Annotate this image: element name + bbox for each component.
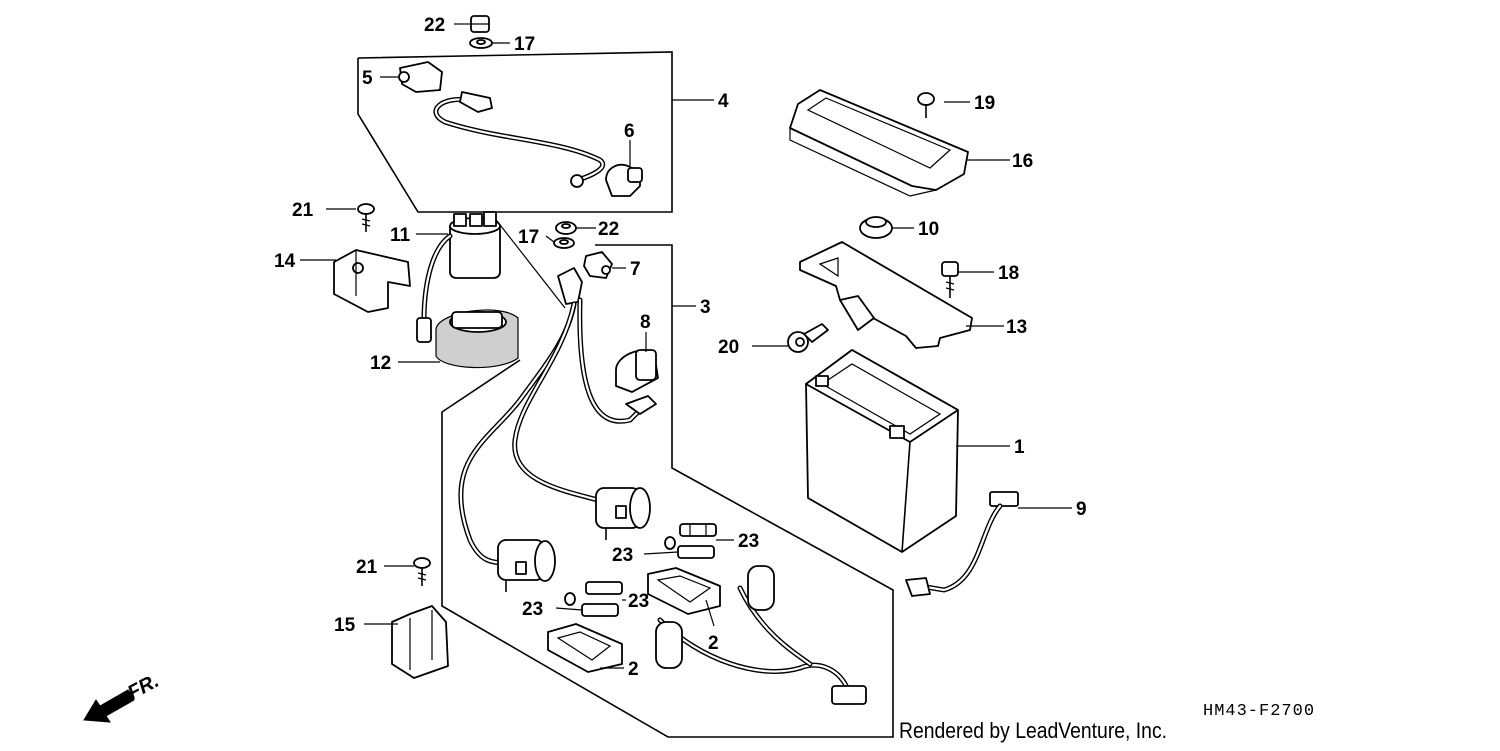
callout-10: 10 — [918, 219, 939, 240]
relay-rubber-12 — [435, 309, 519, 369]
starter-relay-11 — [416, 211, 501, 343]
terminal-boot-6 — [605, 163, 643, 197]
callout-2-lower: 2 — [628, 659, 639, 680]
callout-17-top: 17 — [514, 34, 535, 55]
callout-20: 20 — [718, 337, 739, 358]
fuse-holder-lower — [497, 539, 556, 592]
callout-4: 4 — [718, 91, 729, 112]
screw-21-upper — [357, 203, 375, 232]
fuse-box-lid-2-upper — [647, 565, 775, 615]
callout-17-middle: 17 — [518, 227, 539, 248]
grommet-10 — [859, 216, 893, 239]
washer-17-middle — [553, 237, 575, 249]
callout-23-a: 23 — [738, 531, 759, 552]
group-outline-4 — [357, 51, 673, 213]
callout-6: 6 — [624, 121, 635, 142]
arrow-icon — [83, 689, 135, 723]
diagram-code: HM43-F2700 — [1203, 702, 1316, 721]
cover-8 — [615, 349, 659, 393]
bracket-14 — [333, 249, 411, 313]
leader-lines — [300, 23, 1072, 669]
bolt-18 — [941, 261, 959, 298]
clamp-20 — [787, 323, 829, 353]
callout-8: 8 — [640, 312, 651, 333]
callout-14: 14 — [274, 251, 296, 272]
wire-9 — [905, 491, 1019, 597]
callout-13: 13 — [1006, 317, 1027, 338]
callout-21-lower: 21 — [356, 557, 378, 578]
callout-12: 12 — [370, 353, 391, 374]
callout-15: 15 — [334, 615, 356, 636]
fuse-box-lid-2-lower — [547, 621, 683, 673]
battery-holder-13 — [799, 241, 973, 349]
callout-5: 5 — [362, 68, 373, 89]
screw-21-lower — [413, 557, 431, 586]
callout-18: 18 — [998, 263, 1019, 284]
harness-3 — [458, 267, 867, 705]
battery-cover-16 — [789, 89, 969, 197]
group-outline-3 — [441, 244, 894, 738]
callout-19: 19 — [974, 93, 995, 114]
fuse-23-a — [679, 523, 717, 537]
terminal-cap-7 — [583, 251, 613, 279]
callout-23-b: 23 — [612, 545, 633, 566]
bolt-19 — [917, 92, 935, 118]
battery-1 — [805, 349, 959, 553]
callout-22-top: 22 — [424, 15, 445, 36]
render-credit: Rendered by LeadVenture, Inc. — [899, 718, 1168, 743]
battery-cable-4 — [433, 91, 605, 188]
leader-11-harness — [489, 211, 566, 309]
callout-23-c: 23 — [628, 591, 649, 612]
callout-23-d: 23 — [522, 599, 543, 620]
callout-11: 11 — [390, 225, 411, 246]
callouts: 22 17 5 4 6 21 11 14 12 22 17 7 3 8 19 1… — [274, 15, 1087, 680]
nut-22-top — [470, 15, 490, 33]
fuse-23-b — [664, 536, 715, 559]
callout-21-upper: 21 — [292, 200, 314, 221]
callout-9: 9 — [1076, 499, 1087, 520]
fuse-23-c — [585, 581, 623, 595]
front-direction-arrow: FR. — [83, 670, 163, 723]
fuse-holder-upper — [595, 487, 651, 540]
bracket-15 — [391, 605, 449, 679]
fuse-23-d — [564, 592, 619, 617]
callout-2-upper: 2 — [708, 633, 719, 654]
callout-22-middle: 22 — [598, 219, 619, 240]
callout-1: 1 — [1014, 437, 1025, 458]
callout-16: 16 — [1012, 151, 1033, 172]
callout-7: 7 — [630, 259, 641, 280]
terminal-cap-5 — [398, 61, 443, 93]
nut-22-middle — [555, 221, 577, 235]
washer-17-top — [469, 37, 493, 49]
callout-3: 3 — [700, 297, 711, 318]
